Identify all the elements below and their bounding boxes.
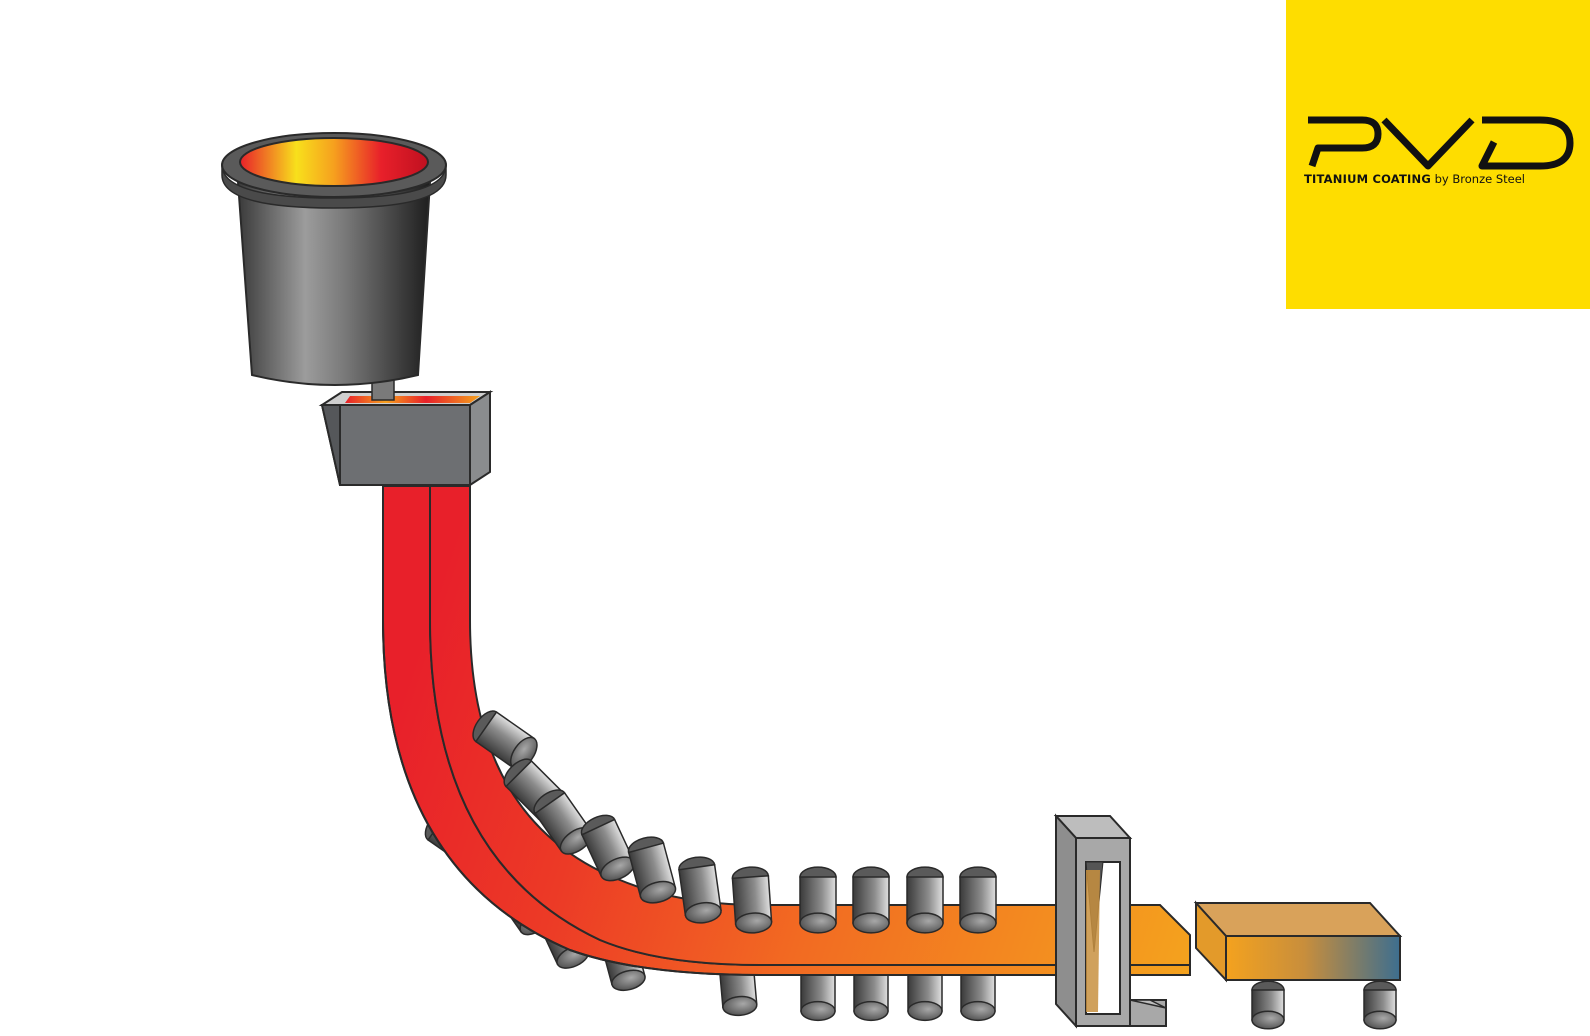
- pvd-logo-panel: TITANIUM COATING by Bronze Steel: [1286, 0, 1590, 309]
- support-roller: [799, 866, 837, 934]
- pvd-wordmark-logo: [1308, 116, 1574, 170]
- logo-tagline-bold: TITANIUM COATING: [1304, 172, 1431, 186]
- support-rollers-upper: [472, 710, 997, 934]
- cutting-torch: [1053, 813, 1167, 1029]
- support-roller: [960, 958, 996, 1022]
- logo-tagline: TITANIUM COATING by Bronze Steel: [1304, 172, 1576, 186]
- support-roller: [627, 836, 677, 904]
- support-roller: [678, 856, 722, 924]
- support-roller: [852, 866, 890, 934]
- slab-roller: [1251, 980, 1285, 1030]
- support-roller: [472, 710, 538, 770]
- ladle: [221, 132, 447, 401]
- tundish: [318, 390, 494, 487]
- support-roller: [959, 866, 997, 934]
- logo-tagline-rest: by Bronze Steel: [1430, 172, 1525, 186]
- support-roller: [906, 866, 944, 934]
- cut-slab: [1193, 900, 1403, 983]
- slab-roller: [1363, 980, 1397, 1030]
- support-roller: [731, 866, 773, 934]
- support-roller: [580, 814, 636, 882]
- slab-rollers: [1251, 980, 1397, 1030]
